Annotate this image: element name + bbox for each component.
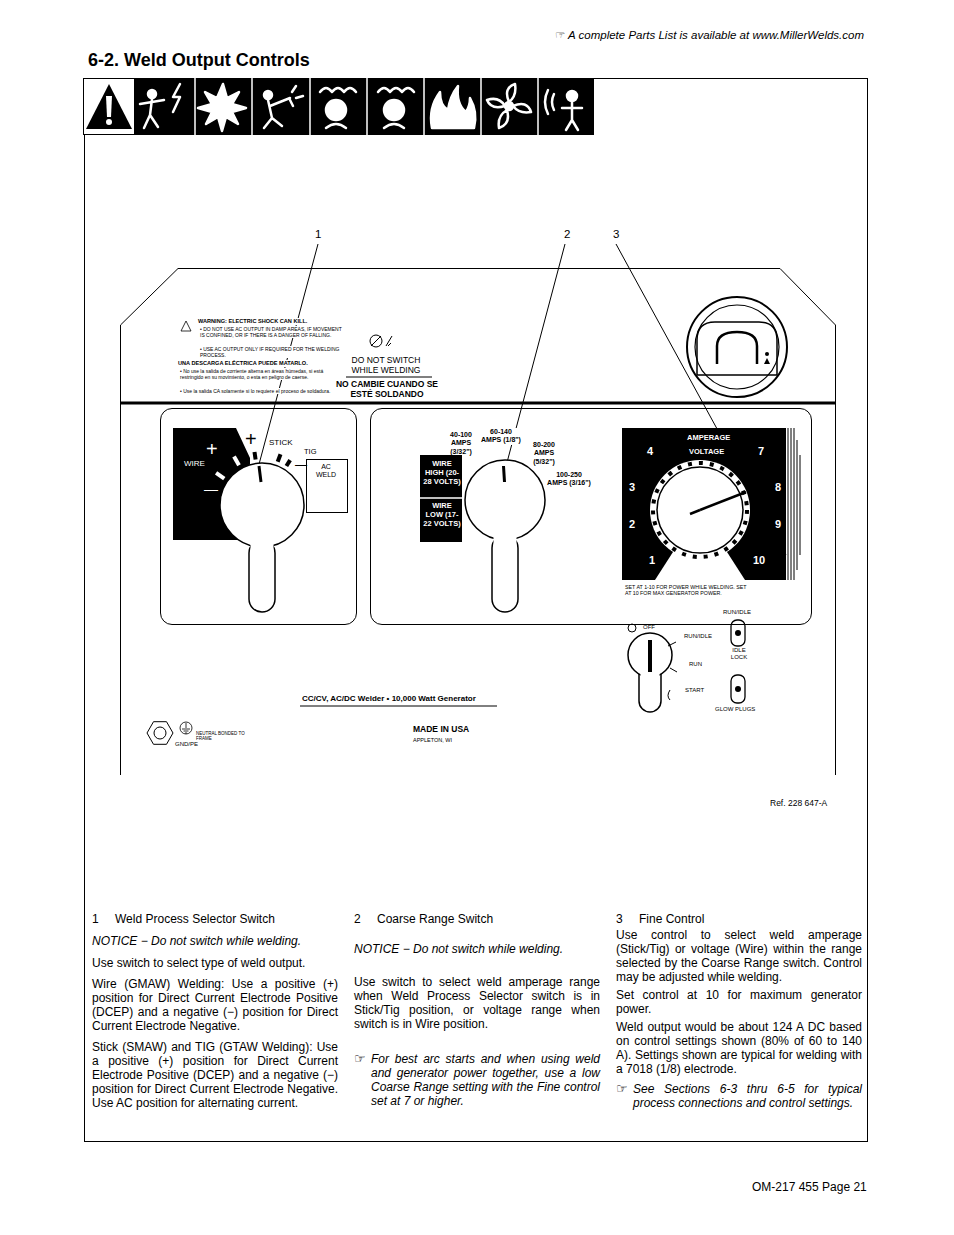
text-column: 3Fine ControlUse control to select weld … [616, 912, 862, 1110]
panel-label: CC/CV, AC/DC Welder • 10,000 Watt Genera… [302, 694, 476, 704]
range-label: 40-100 AMPS (3/32") [441, 431, 481, 456]
selector-label: STICK [269, 438, 293, 448]
body-text: Use switch to select weld amperage range… [354, 975, 600, 1031]
panel-label: • Use la salida CA solamente si lo requi… [180, 388, 346, 394]
callout-row: 3Fine Control [616, 912, 862, 926]
body-text: Use control to select weld amperage (Sti… [616, 928, 862, 984]
body-text: Use switch to select type of weld output… [92, 956, 338, 970]
note-icon: ☞ [616, 1082, 628, 1096]
panel-label: MADE IN USA [413, 724, 469, 734]
panel-label: GND/PE [175, 741, 198, 748]
panel-label: IDLE LOCK [727, 647, 751, 661]
dial-label: 7 [758, 445, 764, 458]
section-heading: Coarse Range Switch [377, 912, 493, 926]
range-label: 100-250 AMPS (3/16") [547, 471, 591, 488]
text-column: 1Weld Process Selector SwitchNOTICE − Do… [92, 912, 338, 1110]
panel-label: DO NOT SWITCH WHILE WELDING [345, 355, 427, 375]
process-selector-box: WIRE+—+STICKTIG—AC WELD [160, 408, 357, 625]
control-panel: WARNING: ELECTRIC SHOCK CAN KILL.• DO NO… [120, 268, 836, 775]
header-note: ☞ A complete Parts List is available at … [555, 29, 864, 43]
selector-label: — [204, 481, 218, 498]
panel-label: UNA DESCARGA ELÉCTRICA PUEDE MATARLO. [178, 360, 348, 367]
selector-label: TIG [304, 447, 317, 456]
panel-label: • USE AC OUTPUT ONLY IF REQUIRED FOR THE… [200, 346, 346, 358]
selector-label: + [245, 427, 257, 451]
panel-label: • No use la salida de corriente alterna … [180, 368, 346, 380]
note-block: ☞ For best arc starts and when using weld… [354, 1052, 600, 1108]
callout-row: 1Weld Process Selector Switch [92, 912, 338, 926]
dial-label: AMPERAGE [687, 433, 730, 442]
notice-text: NOTICE − Do not switch while welding. [354, 942, 600, 956]
body-text: Stick (SMAW) and TIG (GTAW Welding): Use… [92, 1040, 338, 1110]
dial-label: 1 [649, 554, 655, 567]
body-text: Wire (GMAW) Welding: Use a positive (+) … [92, 977, 338, 1033]
body-text: Weld output would be about 124 A DC base… [616, 1020, 862, 1076]
page-number: OM-217 455 Page 21 [752, 1180, 867, 1194]
fine-control-dial: AMPERAGE VOLTAGE 4 3 2 1 7 8 9 10 [623, 429, 788, 581]
dial-label: VOLTAGE [689, 447, 724, 456]
panel-label: RUN/IDLE [684, 633, 712, 640]
panel-label: WARNING: ELECTRIC SHOCK CAN KILL. [198, 318, 348, 325]
panel-label: APPLETON, WI [413, 737, 452, 744]
coarse-range-box: 40-100 AMPS (3/32")60-140 AMPS (1/8")80-… [370, 408, 812, 625]
dial-label: 9 [775, 518, 781, 531]
section-title: 6-2. Weld Output Controls [88, 50, 310, 72]
dial-label: 4 [647, 445, 653, 458]
reference-number: Ref. 228 647-A [770, 798, 827, 808]
panel-label: OFF [643, 624, 655, 631]
range-label: 80-200 AMPS (5/32") [524, 441, 564, 466]
body-text: Set control at 10 for maximum generator … [616, 988, 862, 1016]
ac-weld-box: AC WELD [306, 459, 348, 513]
panel-label: NEUTRAL BONDED TO FRAME [196, 731, 260, 742]
range-label: 60-140 AMPS (1/8") [481, 428, 521, 445]
dial-label: 10 [753, 554, 765, 567]
panel-label: GLOW PLUGS [715, 706, 755, 713]
dial-label: 3 [629, 481, 635, 494]
selector-label: AC WELD [313, 463, 339, 480]
text-column: 2Coarse Range SwitchNOTICE − Do not swit… [354, 912, 600, 1108]
range-label: SET AT 1-10 FOR POWER WHILE WELDING. SET… [625, 584, 750, 597]
panel-outline [120, 268, 836, 775]
range-label: WIRE HIGH (20-28 VOLTS) [423, 459, 461, 486]
panel-label: RUN [689, 661, 702, 668]
callout-number: 1 [315, 228, 321, 242]
note-text: For best arc starts and when using weld … [371, 1052, 600, 1108]
callout-number: 2 [564, 228, 570, 242]
note-text: See Sections 6-3 thru 6-5 for typical pr… [633, 1082, 862, 1110]
dial-label: 8 [775, 481, 781, 494]
panel-label: NO CAMBIE CUANDO SE ESTÉ SOLDANDO [335, 379, 439, 399]
callout-number: 3 [616, 912, 639, 926]
callout-number: 3 [613, 228, 619, 242]
section-heading: Fine Control [639, 912, 704, 926]
selector-label: + [206, 437, 218, 461]
callout-number: 1 [92, 912, 115, 926]
panel-label: START [685, 687, 704, 694]
selector-label: WIRE [184, 459, 205, 469]
section-heading: Weld Process Selector Switch [115, 912, 275, 926]
notice-text: NOTICE − Do not switch while welding. [92, 934, 338, 948]
callout-number: 2 [354, 912, 377, 926]
note-block: ☞ See Sections 6-3 thru 6-5 for typical p… [616, 1082, 862, 1110]
panel-label: • DO NOT USE AC OUTPUT IN DAMP AREAS, IF… [200, 326, 346, 338]
callout-row: 2Coarse Range Switch [354, 912, 600, 926]
range-label: WIRE LOW (17-22 VOLTS) [423, 501, 461, 528]
dial-label: 2 [629, 518, 635, 531]
note-icon: ☞ [354, 1052, 366, 1066]
panel-label: RUN/IDLE [723, 609, 751, 616]
